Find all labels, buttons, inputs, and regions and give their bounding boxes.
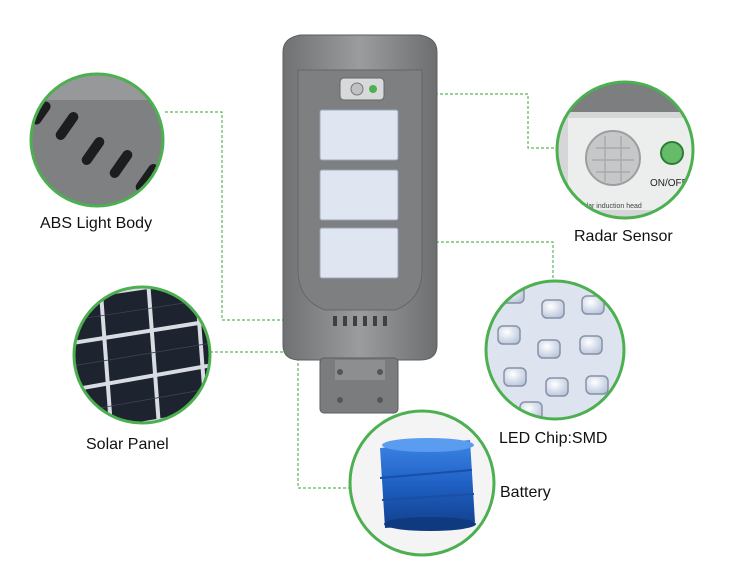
- callout-solar-panel: [72, 285, 212, 425]
- leader-lines: [165, 93, 556, 489]
- callout-battery: [348, 409, 496, 557]
- sensor-lens-icon: [350, 82, 364, 96]
- street-light-body: [282, 34, 438, 414]
- vent-slots: [333, 316, 387, 326]
- radar-sensor-label: Radar Sensor: [574, 228, 673, 245]
- solar-panel-label: Solar Panel: [86, 436, 169, 453]
- switch-label: ON/OFF: [650, 178, 688, 189]
- sensor-dome-icon: [585, 130, 641, 186]
- leader-line-abs: [165, 111, 332, 321]
- leader-line-radar: [380, 93, 556, 149]
- battery-label: Battery: [500, 484, 551, 501]
- head-label: radar induction head: [578, 203, 642, 210]
- callout-abs-light-body: [29, 72, 165, 208]
- led-chip-label: LED Chip:SMD: [499, 430, 608, 447]
- abs-light-body-label: ABS Light Body: [40, 215, 153, 232]
- led-panels: [319, 109, 399, 279]
- on-off-button-icon: [660, 141, 684, 165]
- leader-line-battery: [297, 358, 352, 489]
- leader-line-led: [396, 241, 554, 282]
- callout-led-chip: [484, 279, 626, 421]
- power-button-icon: [369, 85, 377, 93]
- callout-radar-sensor: ON/OFF radar induction head: [555, 80, 695, 220]
